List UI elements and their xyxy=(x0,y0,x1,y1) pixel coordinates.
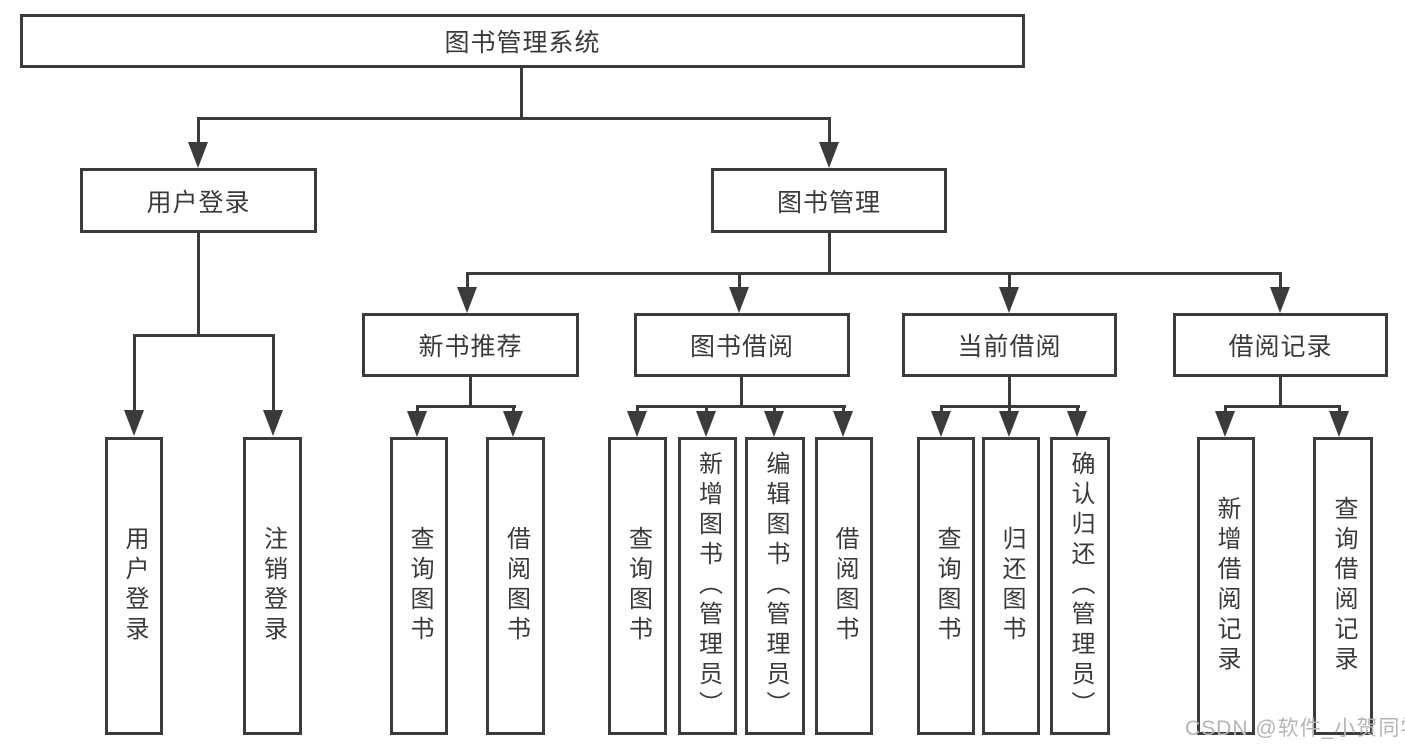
node-book-management-label: 图书管理 xyxy=(776,188,881,217)
connector-stem xyxy=(1008,374,1011,408)
leaf-borrow-borrow-books: 借阅图书 xyxy=(815,437,873,735)
arrow-head-icon xyxy=(188,142,208,168)
arrow-head-icon xyxy=(1329,411,1349,437)
arrow-shaft xyxy=(842,405,845,413)
arrow-shaft xyxy=(1076,405,1079,413)
node-new-book-recommend-label: 新书推荐 xyxy=(418,333,523,361)
connector-branch xyxy=(416,405,516,408)
arrow-head-icon xyxy=(407,411,427,437)
watermark-text: CSDN @软件_小贺同学 xyxy=(1185,717,1405,740)
leaf-newbook-query-books: 查询图书 xyxy=(390,437,448,735)
arrow-head-icon xyxy=(764,411,784,437)
arrow-head-icon xyxy=(1067,411,1087,437)
connector-stem xyxy=(520,68,523,119)
arrow-head-icon xyxy=(627,411,647,437)
connector-branch xyxy=(636,405,846,408)
arrow-shaft xyxy=(272,334,275,412)
arrow-shaft xyxy=(197,117,200,143)
connector-stem xyxy=(828,230,831,274)
arrow-shaft xyxy=(828,117,831,143)
node-borrow-records-label: 借阅记录 xyxy=(1228,333,1333,361)
arrow-shaft xyxy=(636,405,639,413)
arrow-shaft xyxy=(1008,405,1011,413)
node-user-login-label: 用户登录 xyxy=(146,188,251,217)
leaf-records-add-borrow-record: 新增借阅记录 xyxy=(1197,437,1255,735)
node-root: 图书管理系统 xyxy=(20,14,1025,68)
arrow-head-icon xyxy=(457,287,477,313)
connector-branch xyxy=(466,272,1282,275)
arrow-head-icon xyxy=(696,411,716,437)
node-book-borrow-label: 图书借阅 xyxy=(689,333,794,361)
arrow-shaft xyxy=(512,405,515,413)
arrow-shaft xyxy=(1279,272,1282,289)
arrow-head-icon xyxy=(263,410,283,436)
node-book-management: 图书管理 xyxy=(711,168,947,233)
arrow-head-icon xyxy=(124,410,144,436)
leaf-newbook-borrow-books: 借阅图书 xyxy=(486,437,545,735)
arrow-shaft xyxy=(466,272,469,289)
arrow-shaft xyxy=(773,405,776,413)
arrow-shaft xyxy=(1338,405,1341,413)
node-current-borrow: 当前借阅 xyxy=(902,313,1117,377)
arrow-head-icon xyxy=(999,287,1019,313)
connector-stem xyxy=(469,374,472,408)
node-borrow-records: 借阅记录 xyxy=(1173,313,1388,377)
arrow-shaft xyxy=(705,405,708,413)
arrow-shaft xyxy=(738,272,741,289)
leaf-borrow-query-books: 查询图书 xyxy=(608,437,667,735)
arrow-shaft xyxy=(416,405,419,413)
arrow-head-icon xyxy=(503,411,523,437)
leaf-current-return-books: 归还图书 xyxy=(982,437,1040,735)
leaf-borrow-add-books-admin: 新增图书（管理员） xyxy=(678,437,737,735)
leaf-current-confirm-return-admin: 确认归还（管理员） xyxy=(1050,437,1110,735)
connector-stem xyxy=(197,230,200,337)
arrow-head-icon xyxy=(999,411,1019,437)
leaf-logout: 注销登录 xyxy=(243,437,302,735)
arrow-head-icon xyxy=(833,411,853,437)
arrow-shaft xyxy=(133,334,136,412)
connector-branch xyxy=(197,117,831,120)
connector-branch xyxy=(133,334,275,337)
arrow-shaft xyxy=(940,405,943,413)
arrow-shaft xyxy=(1224,405,1227,413)
leaf-current-query-books: 查询图书 xyxy=(917,437,975,735)
arrow-shaft xyxy=(1008,272,1011,289)
arrow-head-icon xyxy=(729,287,749,313)
node-new-book-recommend: 新书推荐 xyxy=(362,313,579,377)
leaf-borrow-edit-books-admin: 编辑图书（管理员） xyxy=(745,437,805,735)
node-root-label: 图书管理系统 xyxy=(444,29,601,57)
leaf-user-login: 用户登录 xyxy=(105,437,163,735)
connector-stem xyxy=(1279,374,1282,408)
arrow-head-icon xyxy=(819,142,839,168)
leaf-records-query-borrow-record: 查询借阅记录 xyxy=(1313,437,1373,735)
connector-stem xyxy=(740,374,743,408)
connector-branch xyxy=(1224,405,1341,408)
node-user-login: 用户登录 xyxy=(80,168,317,233)
arrow-head-icon xyxy=(1270,287,1290,313)
node-current-borrow-label: 当前借阅 xyxy=(957,333,1062,361)
arrow-head-icon xyxy=(931,411,951,437)
node-book-borrow: 图书借阅 xyxy=(634,313,850,377)
arrow-head-icon xyxy=(1215,411,1235,437)
